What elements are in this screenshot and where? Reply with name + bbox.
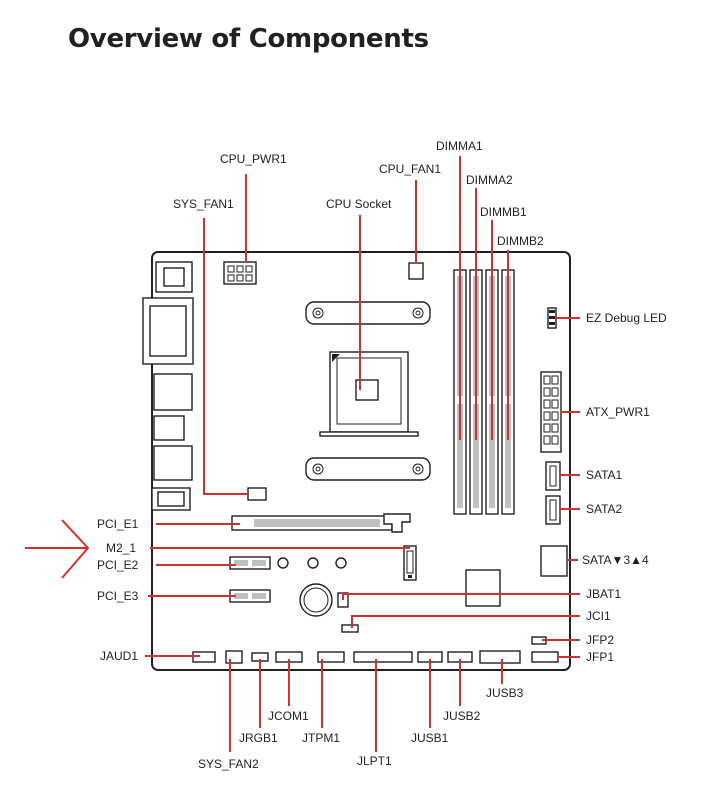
label-jaud1: JAUD1 (100, 649, 138, 663)
label-cpu-pwr1: CPU_PWR1 (220, 152, 287, 166)
pci-e2-slot (229, 556, 271, 570)
cpu-pwr1-connector (223, 261, 257, 285)
label-dimma2: DIMMA2 (466, 173, 513, 187)
label-dimmb1: DIMMB1 (480, 205, 527, 219)
pci-e1-slot (231, 513, 411, 533)
label-jfp2: JFP2 (586, 633, 614, 647)
label-ez-debug-led: EZ Debug LED (586, 311, 667, 325)
chipset (465, 569, 501, 607)
label-pci-e3: PCI_E3 (97, 589, 139, 603)
label-jfp1: JFP1 (586, 650, 614, 664)
page-title: Overview of Components (68, 24, 429, 54)
m2-1-slot (403, 545, 417, 581)
label-jrgb1: JRGB1 (239, 731, 278, 745)
jci1-header (341, 624, 359, 633)
sys-fan1-header (247, 487, 267, 501)
leader-lines (145, 156, 580, 752)
label-cpu-fan1: CPU_FAN1 (379, 162, 441, 176)
label-sata34: SATA▼3▲4 (582, 553, 649, 567)
label-dimma1: DIMMA1 (436, 139, 483, 153)
label-jlpt1: JLPT1 (357, 754, 392, 768)
capacitors (277, 557, 347, 569)
label-jusb2: JUSB2 (443, 709, 481, 723)
rear-io (142, 261, 194, 511)
label-sata2: SATA2 (586, 502, 623, 516)
label-jtpm1: JTPM1 (302, 731, 340, 745)
label-atx-pwr1: ATX_PWR1 (586, 405, 650, 419)
label-dimmb2: DIMMB2 (497, 234, 544, 248)
atx-pwr1-connector (540, 371, 562, 453)
label-sata1: SATA1 (586, 468, 623, 482)
label-pci-e2: PCI_E2 (97, 558, 139, 572)
cpu-socket (305, 301, 431, 481)
label-pci-e1: PCI_E1 (97, 517, 139, 531)
label-sys-fan2: SYS_FAN2 (198, 757, 259, 771)
label-jusb1: JUSB1 (411, 731, 449, 745)
cpu-fan1-header (408, 262, 424, 280)
label-jbat1: JBAT1 (586, 587, 621, 601)
ez-debug-led (547, 307, 557, 329)
sata-connectors (540, 461, 568, 577)
bottom-headers (192, 636, 559, 664)
label-cpu-socket: CPU Socket (326, 197, 392, 211)
label-jci1: JCI1 (586, 609, 611, 623)
label-sys-fan1: SYS_FAN1 (173, 197, 234, 211)
label-jcom1: JCOM1 (268, 709, 309, 723)
red-arrow (25, 519, 90, 579)
cmos-battery (299, 583, 333, 617)
label-m2-1: M2_1 (106, 541, 136, 555)
label-jusb3: JUSB3 (486, 686, 524, 700)
